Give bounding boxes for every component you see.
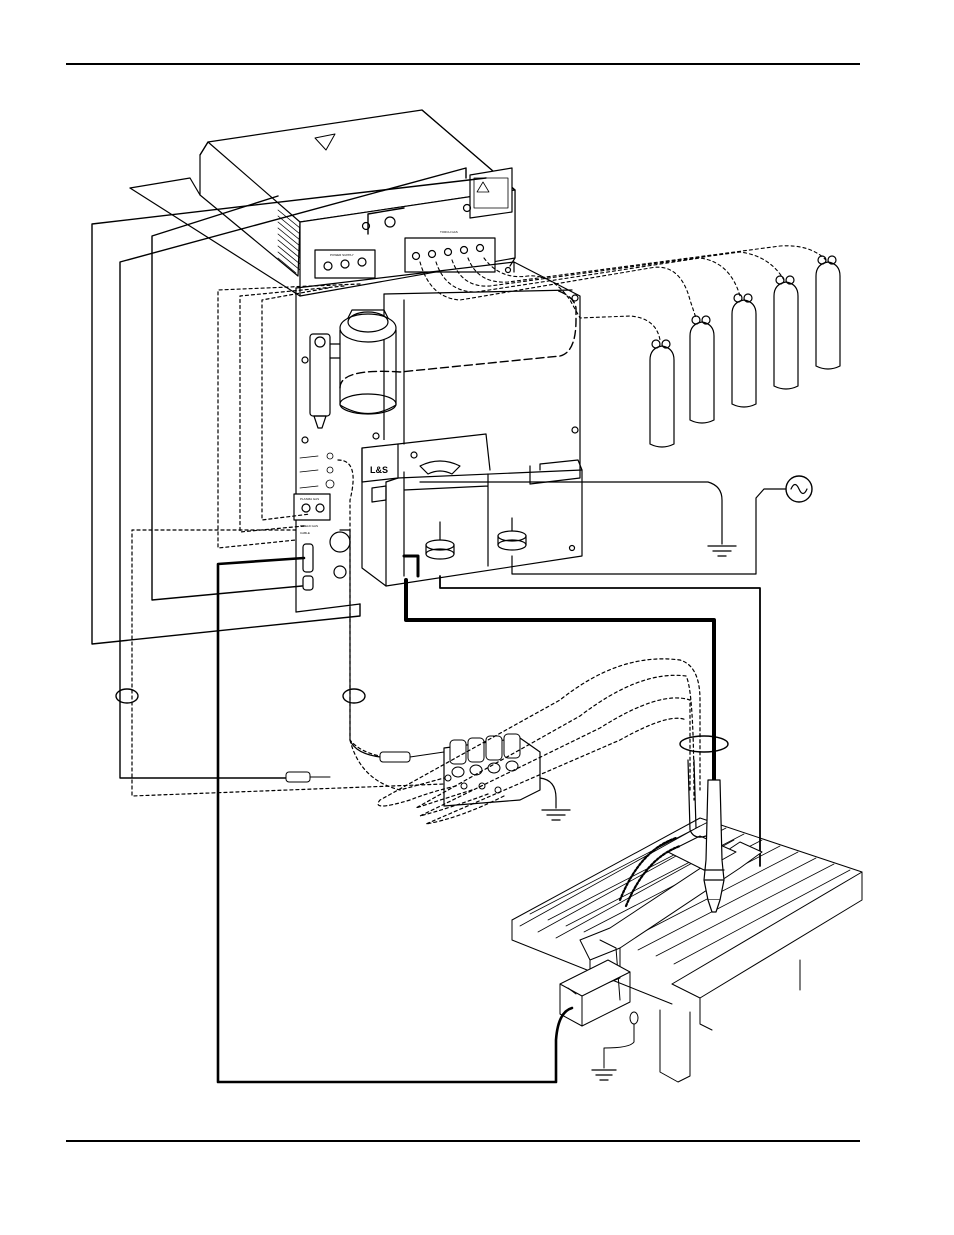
- ground-wire: [419, 481, 723, 545]
- control-cables: [91, 167, 487, 779]
- regulator: [309, 333, 341, 429]
- torch-gas-hoses: [349, 658, 701, 825]
- svg-text:CABLE: CABLE: [300, 531, 310, 535]
- power-supply: POWER SUPPLY TORCH GAS: [129, 109, 516, 297]
- gas-cylinder-icon: [731, 293, 757, 408]
- gas-cylinder-icon: [773, 275, 799, 390]
- valve-manifold: [443, 733, 571, 821]
- cutting-table: [511, 817, 863, 1083]
- top-rule: [66, 63, 860, 65]
- earth-ground-icon: [541, 809, 571, 821]
- warning-label-icon: [476, 181, 490, 193]
- earth-ground-icon: [591, 1069, 617, 1081]
- ignition-console: L&S: [360, 432, 583, 587]
- gas-cylinder-icon: [689, 315, 715, 424]
- earth-ground-icon: [707, 545, 737, 557]
- gas-cylinder-icon: [649, 339, 675, 448]
- svg-text:SHIELD GAS: SHIELD GAS: [300, 524, 318, 528]
- ac-source: [511, 475, 813, 575]
- svg-text:TORCH GAS: TORCH GAS: [440, 230, 458, 234]
- gas-hoses: [419, 245, 827, 341]
- coolant-hose: [339, 289, 577, 389]
- pilot-arc-lead: [439, 575, 761, 867]
- torch-lead: [404, 578, 716, 782]
- ac-sine-icon: [790, 483, 808, 495]
- cable-bundle-ring-icon: [115, 688, 729, 753]
- gas-cylinders: [649, 255, 841, 448]
- coolant-filter: [339, 309, 397, 415]
- work-lead: [216, 556, 574, 1084]
- interface-cables: [131, 283, 445, 797]
- plasma-torch: [687, 759, 725, 913]
- gas-cylinder-icon: [815, 255, 841, 370]
- cable-bushing-icon: [425, 521, 455, 560]
- hose-fittings: [285, 751, 445, 783]
- vent-louvers: [277, 209, 301, 274]
- warning-triangle-icon: [314, 133, 336, 151]
- cable-bushing-icon: [497, 517, 527, 551]
- gas-console: PLASMA GAS SHIELD GAS CABLE: [293, 261, 581, 613]
- svg-text:PLASMA GAS: PLASMA GAS: [300, 497, 319, 501]
- bottom-rule: [66, 1140, 860, 1142]
- breaker-knob-icon: [462, 203, 472, 213]
- svg-text:L&S: L&S: [370, 465, 388, 475]
- svg-text:POWER SUPPLY: POWER SUPPLY: [330, 253, 354, 257]
